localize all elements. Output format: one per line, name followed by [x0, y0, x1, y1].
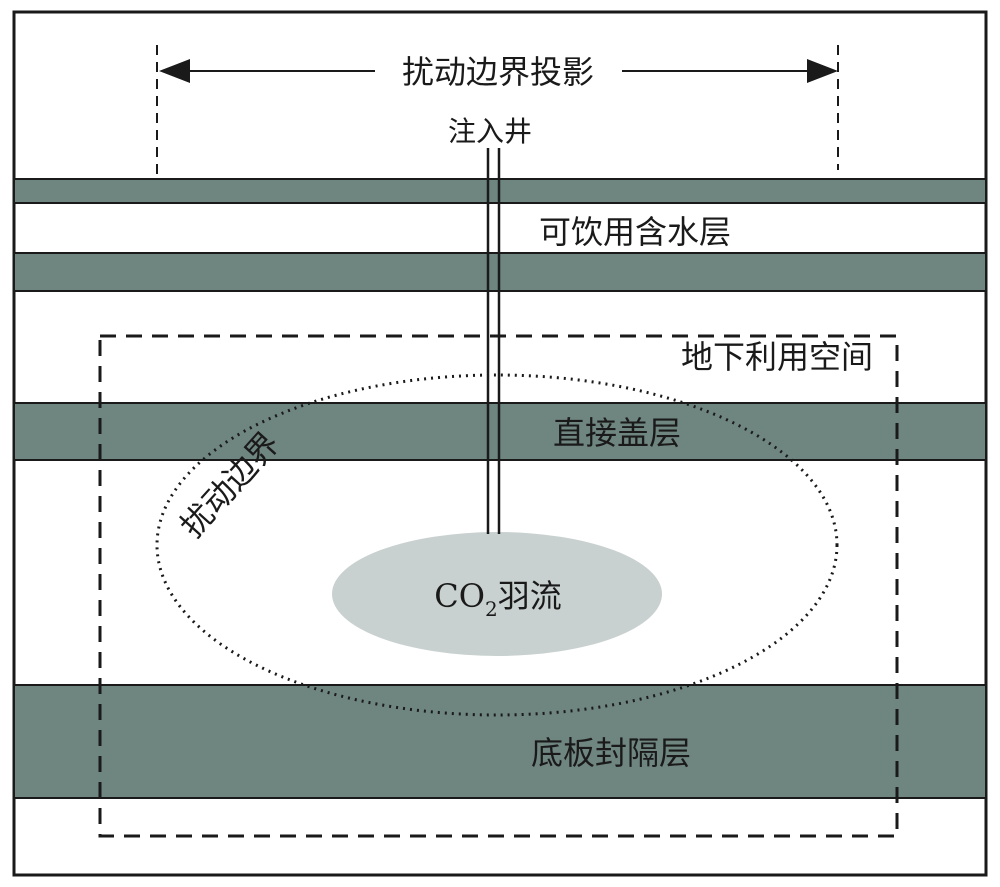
underground-space-label: 地下利用空间 — [681, 338, 873, 376]
baseplate-label: 底板封隔层 — [531, 734, 691, 772]
co2-plume-label: CO2羽流 — [434, 577, 561, 621]
projection-label: 扰动边界投影 — [402, 53, 594, 91]
caprock-label: 直接盖层 — [553, 414, 681, 452]
co2-plume-label-prefix: CO — [434, 577, 485, 615]
aquifer-label: 可饮用含水层 — [539, 213, 731, 251]
injection-well-label: 注入井 — [448, 115, 532, 148]
co2-plume — [332, 532, 662, 656]
co2-plume-label-subscript: 2 — [485, 597, 498, 621]
co2-plume-label-suffix: 羽流 — [498, 577, 562, 615]
baseplate-layer — [13, 684, 987, 799]
disturbance-boundary — [155, 373, 839, 717]
projection-arrowhead-right — [807, 59, 838, 83]
projection-arrowhead-left — [159, 59, 190, 83]
